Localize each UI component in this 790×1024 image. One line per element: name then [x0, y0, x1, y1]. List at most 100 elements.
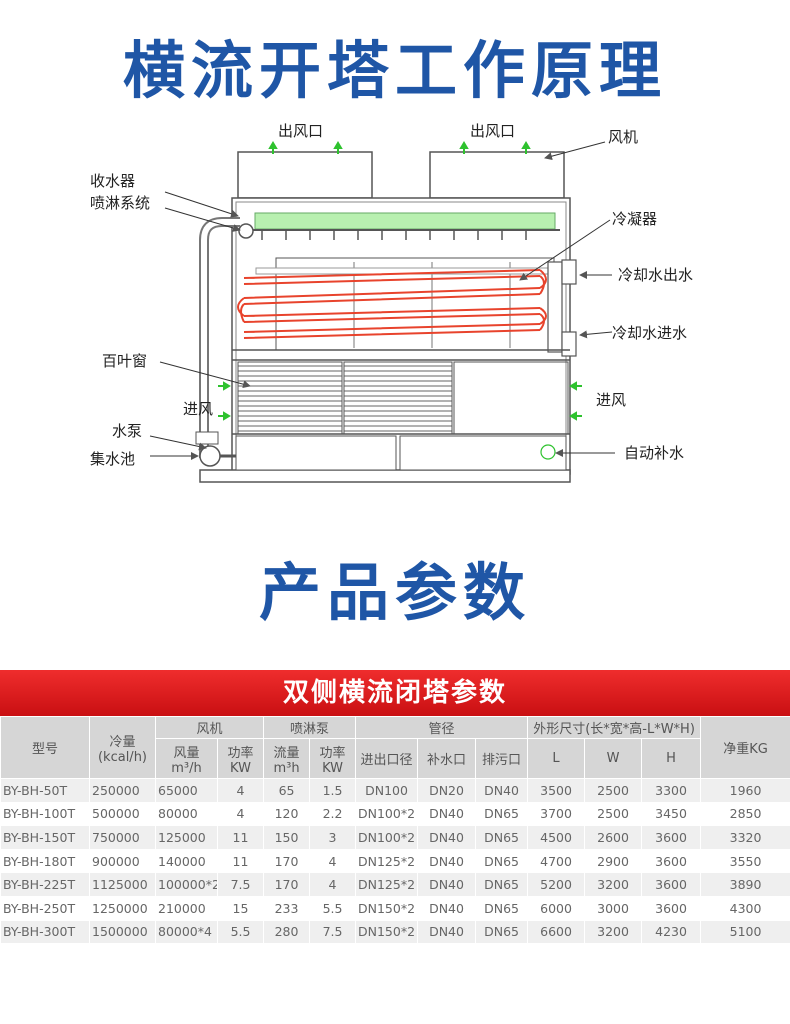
table-cell: DN65 — [475, 872, 529, 897]
table-cell: BY-BH-50T — [0, 778, 90, 803]
table-cell: 3 — [309, 825, 357, 850]
table-cell: 4 — [216, 801, 265, 827]
table-cell: DN20 — [417, 778, 477, 803]
table-cell: 140000 — [155, 848, 218, 874]
table-cell: DN150*2 — [355, 919, 419, 945]
table-cell: 1960 — [700, 778, 790, 803]
fan-housing-right — [429, 151, 565, 199]
cooling-tower-diagram: 出风口 出风口 风机 收水器 喷淋系统 冷凝器 冷却水出水 冷却水进水 百叶窗 … — [90, 122, 693, 483]
table-cell: 3320 — [700, 825, 790, 850]
label-fan: 风机 — [608, 128, 638, 146]
th-drain: 排污口 — [475, 738, 529, 779]
table-cell: DN65 — [475, 825, 529, 850]
th-pipe: 管径 — [355, 716, 529, 739]
pump-icon — [199, 445, 221, 467]
th-weight: 净重KG — [700, 716, 790, 779]
table-cell: 80000 — [155, 801, 218, 827]
label-pump: 水泵 — [112, 422, 142, 440]
table-cell: 210000 — [155, 895, 218, 921]
table-cell: 3890 — [700, 872, 790, 897]
table-cell: 15 — [216, 895, 265, 921]
label-basin: 集水池 — [90, 450, 135, 468]
table-cell: 2600 — [584, 825, 643, 850]
condenser-coils — [237, 269, 547, 339]
tower-base — [199, 469, 571, 483]
table-cell: BY-BH-150T — [0, 825, 90, 850]
table-cell: 5100 — [700, 919, 790, 945]
table-cell: DN100*2 — [355, 825, 419, 850]
table-cell: 4500 — [527, 825, 586, 850]
table-cell: 1250000 — [89, 895, 156, 921]
label-makeup: 自动补水 — [624, 444, 684, 462]
table-cell: DN65 — [475, 919, 529, 945]
table-cell: BY-BH-225T — [0, 872, 90, 897]
table-cell: DN125*2 — [355, 872, 419, 897]
th-spray-pump: 喷淋泵 — [263, 716, 357, 739]
table-cell: DN65 — [475, 801, 529, 827]
section-title: 产品参数 — [258, 556, 531, 629]
spec-table-title: 双侧横流闭塔参数 — [0, 670, 790, 716]
table-cell: DN65 — [475, 848, 529, 874]
table-cell: 3600 — [641, 825, 702, 850]
label-outlet-right: 出风口 — [470, 122, 515, 140]
label-outlet-left: 出风口 — [278, 122, 323, 140]
table-cell: 3200 — [584, 872, 643, 897]
table-cell: 3600 — [641, 848, 702, 874]
table-cell: DN100*2 — [355, 801, 419, 827]
table-cell: DN40 — [417, 848, 477, 874]
table-cell: DN40 — [417, 801, 477, 827]
table-cell: 500000 — [89, 801, 156, 827]
page-title: 横流开塔工作原理 — [122, 34, 667, 107]
table-cell: DN40 — [417, 919, 477, 945]
table-cell: BY-BH-100T — [0, 801, 90, 827]
table-cell: 11 — [216, 825, 265, 850]
table-cell: 65000 — [155, 778, 218, 803]
table-cell: BY-BH-300T — [0, 919, 90, 945]
table-cell: DN100 — [355, 778, 419, 803]
th-makeup: 补水口 — [417, 738, 477, 779]
table-cell: 4700 — [527, 848, 586, 874]
table-cell: 120 — [263, 801, 311, 827]
table-cell: 5.5 — [309, 895, 357, 921]
table-cell: 170 — [263, 872, 311, 897]
table-cell: 4300 — [700, 895, 790, 921]
th-l: L — [527, 738, 586, 779]
drift-eliminator-media — [254, 212, 556, 230]
table-cell: 2500 — [584, 801, 643, 827]
label-spray: 喷淋系统 — [90, 194, 150, 212]
table-cell: 3000 — [584, 895, 643, 921]
table-cell: DN40 — [417, 872, 477, 897]
th-dims: 外形尺寸(长*宽*高-L*W*H) — [527, 716, 702, 739]
table-cell: 65 — [263, 778, 311, 803]
th-capacity: 冷量(kcal/h) — [89, 716, 156, 779]
table-cell: 4 — [216, 778, 265, 803]
table-cell: 3550 — [700, 848, 790, 874]
th-h: H — [641, 738, 702, 779]
table-cell: 3500 — [527, 778, 586, 803]
basin-right — [399, 435, 567, 471]
table-cell: 170 — [263, 848, 311, 874]
table-cell: DN40 — [417, 895, 477, 921]
table-cell: BY-BH-250T — [0, 895, 90, 921]
table-cell: 4 — [309, 872, 357, 897]
table-cell: 4 — [309, 848, 357, 874]
th-model: 型号 — [0, 716, 90, 779]
table-cell: 11 — [216, 848, 265, 874]
label-water-out: 冷却水出水 — [618, 266, 693, 284]
table-cell: 2850 — [700, 801, 790, 827]
table-cell: 100000*2 — [155, 872, 218, 897]
makeup-valve-icon — [540, 444, 556, 460]
table-cell: 125000 — [155, 825, 218, 850]
table-cell: 3300 — [641, 778, 702, 803]
th-fan: 风机 — [154, 716, 265, 739]
table-cell: 6600 — [527, 919, 586, 945]
table-cell: 900000 — [89, 848, 156, 874]
table-cell: 5200 — [527, 872, 586, 897]
table-cell: 2900 — [584, 848, 643, 874]
